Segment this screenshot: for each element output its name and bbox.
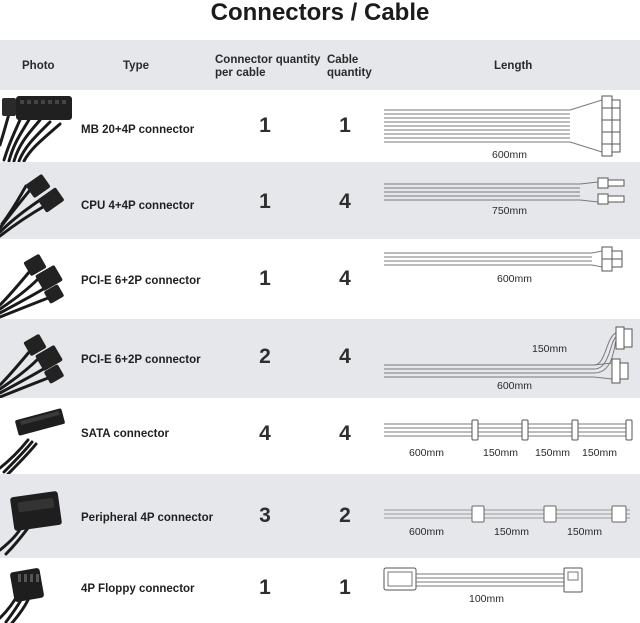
cable-length-diagram: 100mm [380, 558, 640, 623]
table-row: 4P Floppy connector 1 1 100mm [0, 558, 640, 623]
connector-quantity: 1 [259, 576, 271, 599]
connector-quantity: 1 [259, 267, 271, 290]
table-row: PCI-E 6+2P connector 2 4 150mm 600mm [0, 319, 640, 398]
table-row: SATA connector 4 4 600mm 150mm 150mm 150… [0, 398, 640, 474]
connector-photo [0, 90, 78, 162]
connector-photo [0, 474, 78, 558]
length-label: 150mm [494, 526, 530, 538]
header-cable-qty-line1: Cable [327, 54, 359, 66]
connector-type: PCI-E 6+2P connector [81, 275, 201, 287]
header-cable-qty-line2: quantity [327, 67, 372, 79]
cable-length-diagram: 600mm [380, 239, 640, 319]
length-label: 600mm [409, 447, 445, 459]
connector-type: MB 20+4P connector [81, 124, 195, 136]
connector-photo [0, 398, 78, 474]
cable-quantity: 1 [339, 114, 351, 137]
header-type: Type [123, 60, 149, 72]
connector-photo [0, 319, 78, 398]
cable-quantity: 1 [339, 576, 351, 599]
length-label: 150mm [532, 343, 568, 355]
cable-quantity: 2 [339, 504, 351, 527]
cable-quantity: 4 [339, 267, 351, 290]
table-header: Photo Type Connector quantity per cable … [0, 40, 640, 90]
cable-length-diagram: 600mm 150mm 150mm 150mm [380, 398, 640, 474]
header-connector-qty-line2: per cable [215, 67, 266, 79]
cable-quantity: 4 [339, 422, 351, 445]
length-label: 600mm [409, 526, 445, 538]
connector-photo [0, 162, 78, 239]
connector-quantity: 1 [259, 114, 271, 137]
header-length: Length [494, 60, 533, 72]
connector-quantity: 1 [259, 190, 271, 213]
length-label: 600mm [492, 149, 528, 161]
cable-length-diagram: 750mm [380, 162, 640, 239]
page-title: Connectors / Cable [210, 0, 430, 26]
length-label: 750mm [492, 205, 528, 217]
length-label: 150mm [567, 526, 603, 538]
length-label: 150mm [483, 447, 519, 459]
table-row: CPU 4+4P connector 1 4 750mm [0, 162, 640, 239]
cable-length-diagram: 150mm 600mm [380, 319, 640, 398]
cable-length-diagram: 600mm [380, 90, 640, 162]
connector-photo [0, 558, 78, 623]
length-label: 150mm [582, 447, 618, 459]
length-label: 600mm [497, 380, 533, 392]
connector-quantity: 4 [259, 422, 271, 445]
length-label: 600mm [497, 273, 533, 285]
connector-quantity: 2 [259, 345, 271, 368]
cable-length-diagram: 600mm 150mm 150mm [380, 474, 640, 558]
length-label: 100mm [469, 593, 505, 605]
connector-type: PCI-E 6+2P connector [81, 354, 201, 366]
header-connector-qty-line1: Connector quantity [215, 54, 321, 66]
cable-quantity: 4 [339, 345, 351, 368]
table-row: PCI-E 6+2P connector 1 4 600mm [0, 239, 640, 319]
length-label: 150mm [535, 447, 571, 459]
connector-type: CPU 4+4P connector [81, 200, 195, 212]
connector-type: Peripheral 4P connector [81, 512, 214, 524]
connector-type: 4P Floppy connector [81, 583, 195, 595]
connector-quantity: 3 [259, 504, 271, 527]
table-row: Peripheral 4P connector 3 2 600mm 150mm … [0, 474, 640, 558]
connector-type: SATA connector [81, 428, 169, 440]
connector-photo [0, 239, 78, 319]
table-row: MB 20+4P connector 1 1 600mm [0, 90, 640, 162]
header-photo: Photo [22, 60, 55, 72]
cable-quantity: 4 [339, 190, 351, 213]
